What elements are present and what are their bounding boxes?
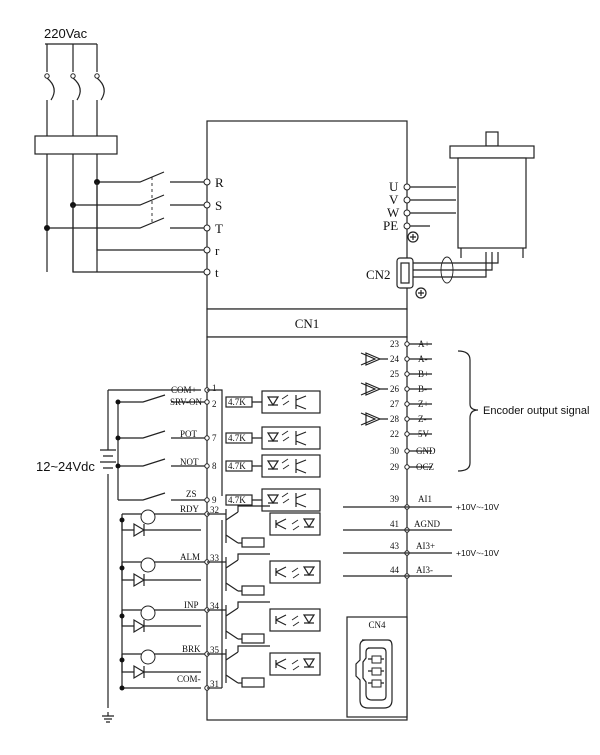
dc-supply-label: 12~24Vdc xyxy=(36,459,95,474)
svg-text:INP: INP xyxy=(184,600,199,610)
output-channel-alm: ALM 33 xyxy=(119,552,220,588)
resistor-label: 4.7K xyxy=(228,397,246,407)
ground-icon xyxy=(415,287,427,299)
analog-inputs: 39 AI1 41 AGND 43 AI3+ 44 AI3- +10V~-10V… xyxy=(343,494,499,579)
output-channel-rdy: RDY 32 xyxy=(119,504,219,538)
analog-signal: AGND xyxy=(414,519,440,529)
line-filter xyxy=(34,135,118,155)
encoder-pin: 27 xyxy=(390,399,400,409)
analog-pin: 41 xyxy=(390,519,399,529)
cn4-connector-icon xyxy=(355,639,393,709)
input-com-plus-label: COM+ xyxy=(171,385,197,395)
analog-signal: AI1 xyxy=(418,494,432,504)
servo-motor xyxy=(449,131,535,258)
encoder-pin: 26 xyxy=(390,384,400,394)
terminal-s: S xyxy=(215,198,222,213)
supply-drops xyxy=(46,154,98,272)
encoder-pin: 23 xyxy=(390,339,400,349)
resistor-label: 4.7K xyxy=(228,495,246,505)
ac-supply-label: 220Vac xyxy=(44,26,88,41)
encoder-outputs: 23 A+ 24 A- 25 B+ 26 B- 27 Z+ 28 Z- 22 5… xyxy=(380,339,436,472)
terminal-r-control: r xyxy=(215,243,220,258)
svg-text:8: 8 xyxy=(212,461,217,471)
cn1-label: CN1 xyxy=(295,316,320,331)
terminal-t-main: T xyxy=(215,221,223,236)
terminal-v: V xyxy=(389,192,399,207)
terminal-r-main: R xyxy=(215,175,224,190)
encoder-pin: 25 xyxy=(390,369,400,379)
encoder-pin: 30 xyxy=(390,446,400,456)
terminal-w: W xyxy=(387,205,400,220)
input-optocouplers: 4.7K 4.7K 4.7K 4.7K xyxy=(207,389,321,512)
svg-text:SRV-ON: SRV-ON xyxy=(170,397,202,407)
svg-text:32: 32 xyxy=(210,505,219,515)
svg-text:ZS: ZS xyxy=(186,489,197,499)
svg-text:COM-: COM- xyxy=(177,674,201,684)
svg-text:BRK: BRK xyxy=(182,644,201,654)
output-optocouplers xyxy=(207,505,321,689)
encoder-output-label: Encoder output signal xyxy=(483,405,589,417)
analog-signal: AI3+ xyxy=(416,541,435,551)
cn2-connector xyxy=(396,252,499,289)
svg-text:7: 7 xyxy=(212,433,217,443)
cn2-label: CN2 xyxy=(366,267,391,282)
input-channel-pot: POT 7 xyxy=(115,429,217,443)
encoder-pin: 28 xyxy=(390,414,400,424)
terminal-t-control: t xyxy=(215,265,219,280)
encoder-pin: 22 xyxy=(390,429,399,439)
encoder-bracket xyxy=(457,350,479,472)
line-driver-icon xyxy=(360,352,382,426)
input-channel-not: NOT 8 xyxy=(115,457,217,471)
svg-text:35: 35 xyxy=(210,645,220,655)
ground-icon xyxy=(407,231,419,243)
resistor-label: 4.7K xyxy=(228,461,246,471)
svg-text:2: 2 xyxy=(212,399,217,409)
analog-range-label: +10V~-10V xyxy=(456,502,499,512)
motor-terminals: U V W PE xyxy=(383,179,456,233)
analog-range-label: +10V~-10V xyxy=(456,548,499,558)
svg-text:31: 31 xyxy=(210,679,219,689)
encoder-pin: 29 xyxy=(390,462,400,472)
input-channel-zs: ZS 9 xyxy=(118,489,217,505)
cn1-header xyxy=(206,308,408,338)
power-wiring xyxy=(44,171,207,273)
resistor-label: 4.7K xyxy=(228,433,246,443)
input-com-plus-pin: 1 xyxy=(212,383,217,393)
output-channel-inp: INP 34 xyxy=(119,600,220,634)
input-channel-srv-on: SRV-ON 2 xyxy=(115,394,217,409)
encoder-pin: 24 xyxy=(390,354,400,364)
svg-text:RDY: RDY xyxy=(180,504,200,514)
analog-pin: 39 xyxy=(390,494,400,504)
output-channel-brk: BRK 35 xyxy=(119,644,220,680)
terminal-u: U xyxy=(389,179,399,194)
svg-text:ALM: ALM xyxy=(180,552,200,562)
analog-signal: AI3- xyxy=(416,565,433,575)
analog-pin: 43 xyxy=(390,541,400,551)
drive-power-section xyxy=(206,120,408,310)
cn4-label: CN4 xyxy=(368,620,386,630)
terminal-pe: PE xyxy=(383,218,398,233)
svg-text:33: 33 xyxy=(210,553,220,563)
svg-text:POT: POT xyxy=(180,429,198,439)
power-terminals: R S T r t xyxy=(203,175,224,280)
circuit-breaker xyxy=(44,44,105,136)
svg-text:9: 9 xyxy=(212,495,217,505)
analog-pin: 44 xyxy=(390,565,400,575)
svg-text:NOT: NOT xyxy=(180,457,199,467)
svg-text:34: 34 xyxy=(210,601,220,611)
